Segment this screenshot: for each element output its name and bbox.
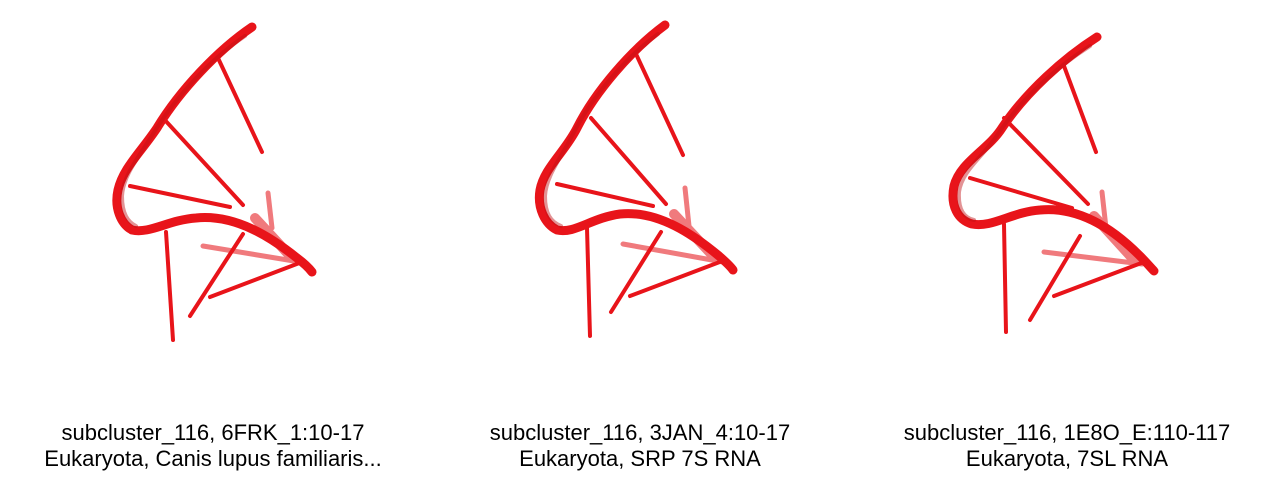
structure-panel-2: subcluster_116, 3JAN_4:10-17 Eukaryota, …	[427, 0, 853, 480]
rna-structure-image-3	[948, 32, 1159, 334]
caption-title: subcluster_116, 3JAN_4:10-17	[489, 420, 791, 445]
structure-panel-3: subcluster_116, 1E8O_E:110-117 Eukaryota…	[854, 0, 1280, 480]
rna-structure-image-2	[534, 20, 738, 338]
structure-caption-3: subcluster_116, 1E8O_E:110-117 Eukaryota…	[854, 420, 1280, 472]
caption-title: subcluster_116, 1E8O_E:110-117	[903, 420, 1231, 445]
caption-subtitle: Eukaryota, SRP 7S RNA	[519, 446, 761, 471]
caption-subtitle: Eukaryota, Canis lupus familiaris...	[44, 446, 382, 471]
rna-structure-image-1	[112, 22, 317, 342]
caption-title: subcluster_116, 6FRK_1:10-17	[61, 420, 365, 445]
structure-caption-2: subcluster_116, 3JAN_4:10-17 Eukaryota, …	[427, 420, 853, 472]
caption-subtitle: Eukaryota, 7SL RNA	[965, 446, 1169, 471]
structure-caption-1: subcluster_116, 6FRK_1:10-17 Eukaryota, …	[0, 420, 426, 472]
structure-panel-1: subcluster_116, 6FRK_1:10-17 Eukaryota, …	[0, 0, 426, 480]
